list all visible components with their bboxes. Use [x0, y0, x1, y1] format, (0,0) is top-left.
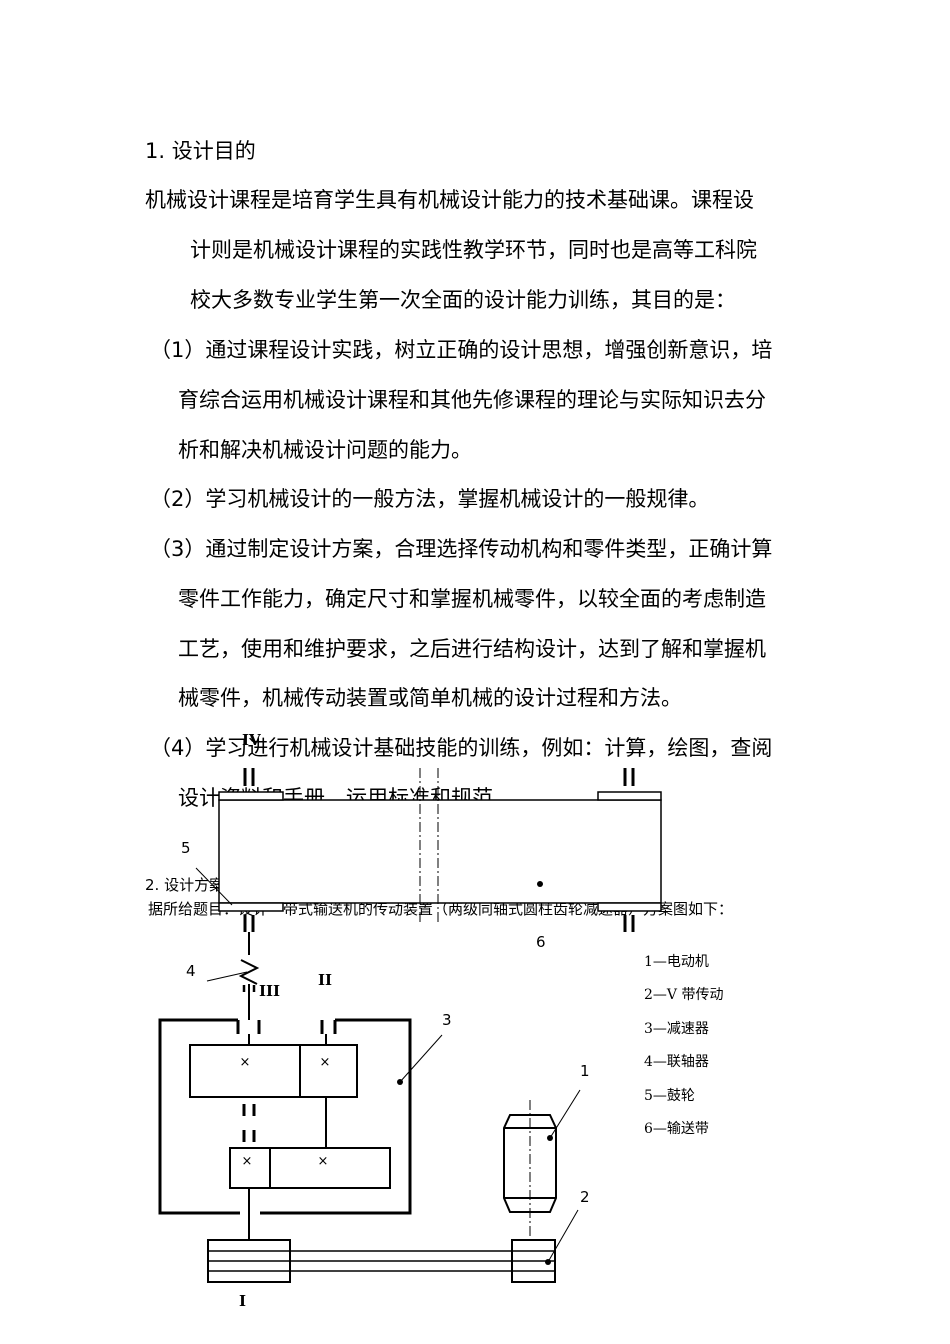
gear-mark: × — [242, 1154, 253, 1169]
reducer-housing — [158, 1018, 412, 1240]
leader-line-4 — [206, 971, 248, 982]
section-2-heading: 2. 设计方案 — [145, 876, 225, 894]
paragraph-line: 校大多数专业学生第一次全面的设计能力训练，其目的是： — [190, 288, 736, 312]
part-number-4: 4 — [186, 962, 196, 980]
legend-item: 2—V 带传动 — [644, 987, 724, 1003]
electric-motor — [503, 1100, 557, 1240]
shaft-label-iv: IV — [242, 731, 261, 749]
list-item-4-line: （4）学习进行机械设计基础技能的训练，例如：计算，绘图，查阅 — [150, 736, 773, 760]
leader-dot — [545, 1259, 551, 1265]
section-2-intro: 据所给题目：设计一带式输送机的传动装置（两级同轴式圆柱齿轮减速器）方案图如下： — [148, 900, 734, 918]
paragraph-line: 计则是机械设计课程的实践性教学环节，同时也是高等工科院 — [190, 238, 757, 262]
shaft-label-iii: III — [259, 982, 280, 1000]
list-item-1-line: 育综合运用机械设计课程和其他先修课程的理论与实际知识去分 — [178, 388, 766, 412]
leader-dot — [547, 1135, 553, 1141]
list-item-3-line: （3）通过制定设计方案，合理选择传动机构和零件类型，正确计算 — [150, 537, 773, 561]
list-item-1-line: （1）通过课程设计实践，树立正确的设计思想，增强创新意识，培 — [150, 338, 773, 362]
list-item-2-line: （2）学习机械设计的一般方法，掌握机械设计的一般规律。 — [150, 487, 710, 511]
legend-item: 4—联轴器 — [644, 1054, 709, 1070]
part-number-1: 1 — [580, 1062, 590, 1080]
list-item-3-line: 零件工作能力，确定尺寸和掌握机械零件，以较全面的考虑制造 — [178, 587, 766, 611]
gear-mark: × — [240, 1055, 251, 1070]
paragraph-line: 机械设计课程是培育学生具有机械设计能力的技术基础课。课程设 — [145, 188, 754, 212]
leader-dot — [537, 881, 543, 887]
leader-line-5 — [195, 867, 233, 906]
leader-line-3 — [399, 1034, 443, 1083]
part-number-6: 6 — [536, 933, 546, 951]
legend-item: 3—减速器 — [644, 1021, 709, 1037]
section-1-heading: 1. 设计目的 — [145, 139, 256, 163]
part-number-2: 2 — [580, 1188, 590, 1206]
legend-item: 5—鼓轮 — [644, 1088, 695, 1104]
list-item-3-line: 械零件，机械传动装置或简单机械的设计过程和方法。 — [178, 686, 682, 710]
leader-line-2 — [547, 1209, 579, 1263]
conveyor-belt — [218, 768, 662, 932]
coupling — [238, 932, 260, 1020]
legend-item: 1—电动机 — [644, 954, 709, 970]
shaft-label-i: I — [239, 1292, 246, 1310]
part-number-5: 5 — [181, 839, 191, 857]
leader-dot — [397, 1079, 403, 1085]
leader-line-1 — [549, 1089, 581, 1139]
legend-item: 6—输送带 — [644, 1121, 709, 1137]
v-belt-drive — [207, 1239, 556, 1283]
part-number-3: 3 — [442, 1011, 452, 1029]
gear-mark: × — [318, 1154, 329, 1169]
gear-mark: × — [320, 1055, 331, 1070]
list-item-1-line: 析和解决机械设计问题的能力。 — [178, 438, 472, 462]
list-item-3-line: 工艺，使用和维护要求，之后进行结构设计，达到了解和掌握机 — [178, 637, 766, 661]
shaft-label-ii: II — [318, 971, 332, 989]
